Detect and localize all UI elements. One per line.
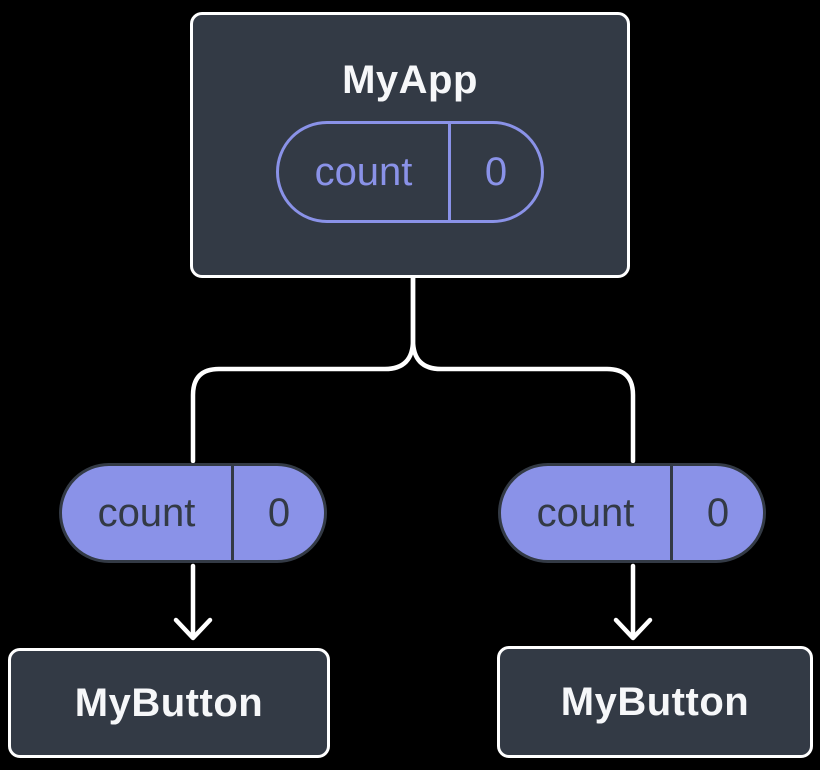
arrow-head — [173, 617, 213, 641]
edge-root-to-left-child — [190, 274, 416, 464]
node-mybutton-right: MyButton — [497, 646, 813, 758]
state-value: 0 — [706, 491, 730, 535]
arrow-head — [613, 617, 653, 641]
right-arrow-down-icon — [613, 563, 653, 641]
state-pill-left-child: count 0 — [59, 463, 327, 563]
state-pill-root: count 0 — [276, 121, 544, 223]
state-name: count — [62, 466, 234, 560]
state-value: 0 — [484, 150, 508, 194]
state-value: 0 — [267, 491, 291, 535]
state-name: count — [501, 466, 673, 560]
left-arrow-down-icon — [173, 563, 213, 641]
node-mybutton-title: MyButton — [560, 680, 750, 724]
node-myapp-title: MyApp — [342, 58, 478, 102]
node-mybutton-left: MyButton — [8, 648, 330, 758]
state-name: count — [279, 124, 451, 220]
node-myapp: MyApp count 0 — [190, 12, 630, 278]
edge-root-to-right-child — [410, 274, 636, 464]
node-mybutton-title: MyButton — [74, 681, 264, 725]
state-pill-right-child: count 0 — [498, 463, 766, 563]
